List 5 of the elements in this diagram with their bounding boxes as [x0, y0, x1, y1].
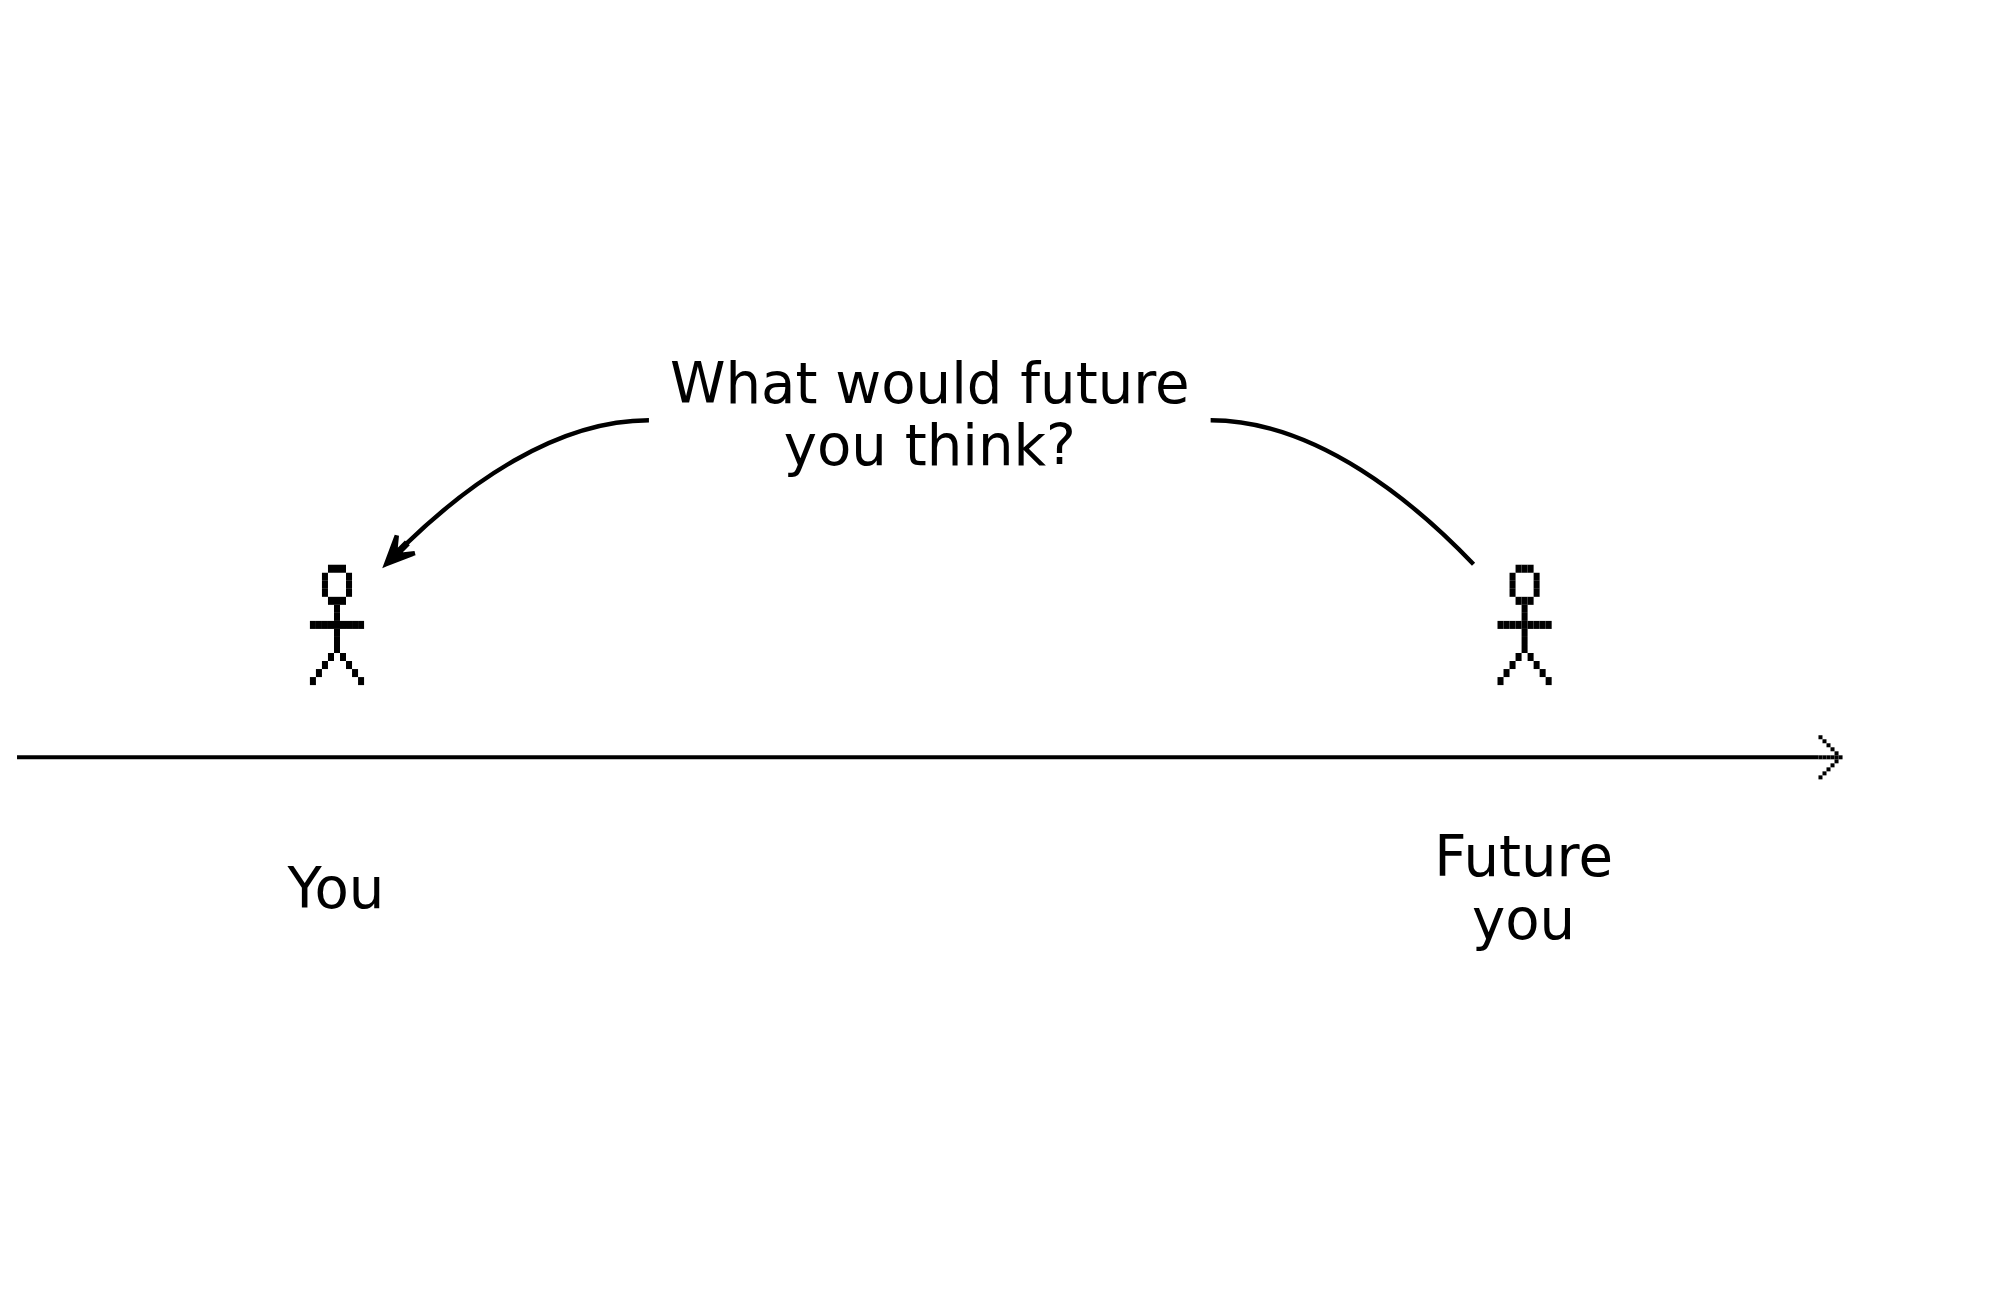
node-label: Future you	[1433, 824, 1613, 952]
connector	[1210, 418, 1475, 566]
arrow	[383, 418, 649, 567]
node-text: What would future you think?	[669, 351, 1190, 479]
node-label: You	[287, 855, 384, 921]
